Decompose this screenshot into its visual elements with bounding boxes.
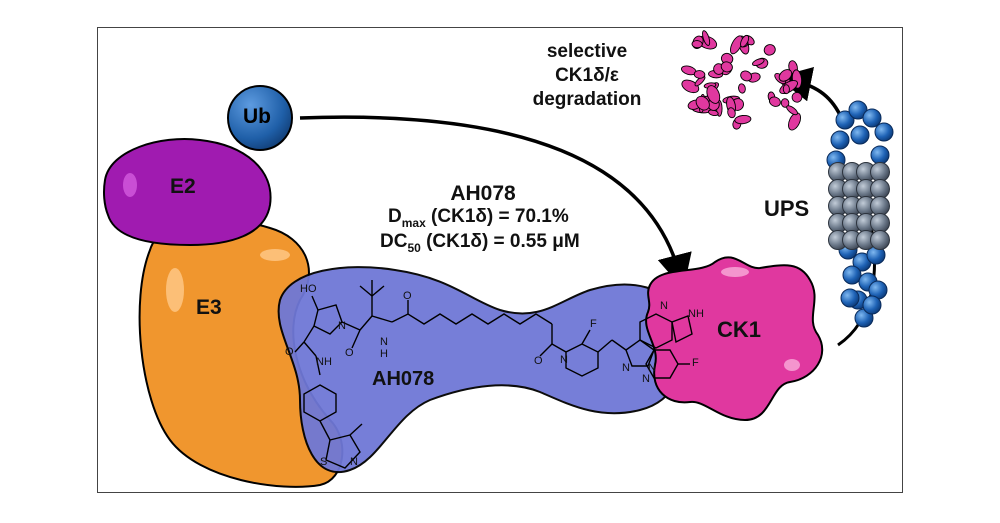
dc50-line: DC50 (CK1δ) = 0.55 μM (380, 231, 580, 255)
proteasome-subunit (835, 110, 855, 130)
proteasome-barrel (826, 100, 894, 328)
atom-s: S (320, 456, 328, 468)
protein-fragment (788, 112, 802, 131)
protein-fragment (695, 95, 710, 111)
atom-f: F (692, 357, 699, 369)
e3-highlight (260, 249, 290, 261)
protein-fragment (752, 58, 765, 67)
atom-n: N (648, 362, 656, 374)
e3-highlight (166, 268, 184, 312)
ck1-shape (645, 256, 824, 422)
atom-o: O (534, 355, 543, 367)
atom-o: O (285, 346, 294, 358)
atom-f: F (590, 318, 597, 330)
protein-fragment (693, 70, 706, 79)
degraded-fragments (681, 30, 803, 131)
atom-ho: HO (300, 283, 317, 295)
protein-fragment (763, 44, 776, 56)
proteasome-subunit (830, 130, 850, 150)
proteasome-subunit (870, 179, 890, 199)
outcome-text: selective CK1δ/ε degradation (512, 40, 662, 112)
dmax-line: Dmax (CK1δ) = 70.1% (388, 206, 569, 230)
proteasome-subunit (840, 288, 860, 308)
protein-fragment (702, 30, 711, 46)
proteasome-subunit (874, 122, 894, 142)
proteasome-subunit (862, 108, 882, 128)
e3-label: E3 (196, 296, 222, 319)
atom-o: O (403, 290, 412, 302)
atom-n: N (660, 300, 668, 312)
protein-fragment (780, 98, 790, 108)
proteasome-subunit (870, 196, 890, 216)
atom-n: N (338, 320, 346, 332)
protein-fragment (738, 83, 746, 94)
e2-label: E2 (170, 175, 196, 198)
atom-n: N (380, 336, 388, 348)
protein-fragment (706, 85, 721, 104)
protein-fragment (727, 107, 736, 119)
protein-fragment (740, 70, 752, 82)
ck1-label: CK1 (717, 317, 762, 342)
atom-n: N (642, 373, 650, 385)
degrader-title: AH078 (450, 182, 516, 205)
protein-fragment (681, 79, 700, 94)
ubiquitin-transfer-arrow (299, 115, 692, 290)
atom-n: N (350, 456, 358, 468)
protein-fragment (786, 105, 798, 116)
e2-shape (103, 138, 272, 247)
protein-fragment (720, 61, 733, 73)
degrader-blob-label: AH078 (372, 368, 435, 390)
proteasome-subunit (850, 125, 870, 145)
ubiquitin-ball (227, 85, 293, 151)
outcome-line-3: degradation (532, 89, 642, 110)
proteasome-subunit (862, 295, 882, 315)
atom-nh: NH (688, 308, 704, 320)
ups-label: UPS (764, 196, 810, 221)
protein-fragment (778, 69, 793, 82)
atom-n: N (622, 362, 630, 374)
atom-h: H (380, 348, 388, 360)
ck1-highlight (721, 267, 749, 277)
proteasome-subunit (842, 265, 862, 285)
protein-fragment (730, 35, 743, 55)
e2-highlight (123, 173, 137, 197)
protein-fragment (691, 40, 703, 49)
atom-n: N (560, 354, 568, 366)
protein-fragment (782, 84, 790, 95)
protein-fragment (740, 34, 750, 48)
outcome-line-2: CK1δ/ε (555, 65, 619, 86)
proteasome-subunit (870, 162, 890, 182)
protein-fragment (791, 91, 803, 103)
proteasome-subunit (870, 230, 890, 250)
ah078-chemical-structure (294, 280, 693, 469)
ck1-highlight (784, 359, 800, 371)
protein-fragment (734, 114, 752, 125)
outcome-line-1: selective (546, 41, 628, 62)
atom-o: O (345, 347, 354, 359)
protein-fragment (768, 96, 781, 107)
proteasome-subunit (870, 145, 890, 165)
ub-label: Ub (243, 105, 271, 128)
proteasome-subunit (870, 213, 890, 233)
atom-nh: NH (316, 356, 332, 368)
